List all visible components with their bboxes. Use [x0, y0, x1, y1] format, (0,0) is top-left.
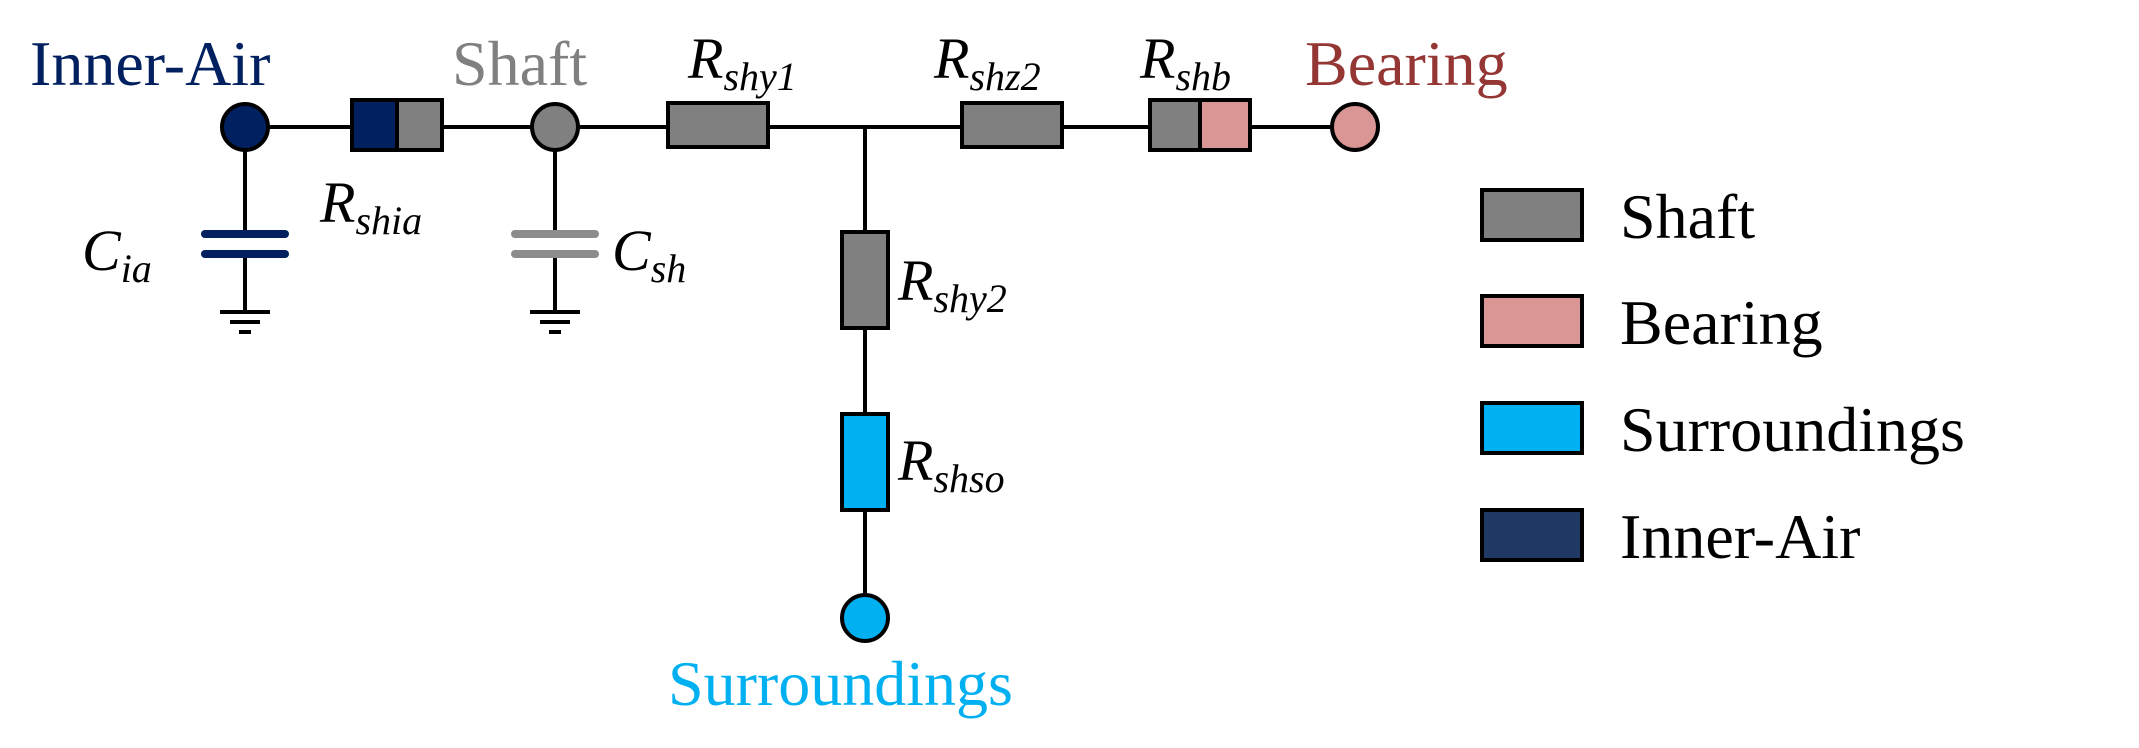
legend-label-bearing: Bearing — [1620, 287, 1823, 358]
legend-label-shaft: Shaft — [1620, 181, 1755, 252]
ground-icon — [530, 310, 580, 334]
legend-label-surroundings: Surroundings — [1620, 394, 1965, 465]
node-surroundings-icon — [840, 593, 890, 643]
node-label-bearing: Bearing — [1305, 28, 1508, 99]
node-label-shaft: Shaft — [452, 28, 587, 99]
node-label-surroundings: Surroundings — [668, 648, 1013, 719]
resistor-rshia-shaft — [395, 98, 444, 152]
capacitor-cia — [201, 230, 289, 258]
node-bearing-icon — [1330, 102, 1380, 152]
label-cia: Cia — [82, 218, 152, 291]
label-rshia: Rshia — [319, 170, 422, 243]
legend-label-inner-air: Inner-Air — [1620, 501, 1860, 572]
label-rshy2: Rshy2 — [897, 248, 1007, 321]
label-rshb: Rshb — [1139, 26, 1231, 99]
resistor-rshz2 — [960, 101, 1064, 149]
ground-icon — [220, 310, 270, 334]
legend: Shaft Bearing Surroundings Inner-Air — [1480, 181, 1965, 572]
resistor-rshy2 — [840, 230, 890, 330]
surroundings-swatch — [1480, 401, 1584, 455]
node-label-inner-air: Inner-Air — [30, 28, 270, 99]
label-rshso: Rshso — [897, 428, 1005, 501]
resistor-rshy1 — [666, 101, 770, 149]
resistor-rshb-bearing — [1198, 98, 1252, 152]
label-rshz2: Rshz2 — [933, 26, 1041, 99]
bearing-swatch — [1480, 294, 1584, 348]
resistor-rshia-inner-air — [350, 98, 399, 152]
resistor-rshso — [840, 412, 890, 512]
shaft-swatch — [1480, 188, 1584, 242]
label-rshy1: Rshy1 — [687, 26, 797, 99]
resistor-rshb-shaft — [1148, 98, 1202, 152]
label-csh: Csh — [612, 218, 686, 291]
node-inner-air-icon — [220, 102, 270, 152]
inner-air-swatch — [1480, 508, 1584, 562]
capacitor-csh — [511, 230, 599, 258]
node-shaft-icon — [530, 102, 580, 152]
